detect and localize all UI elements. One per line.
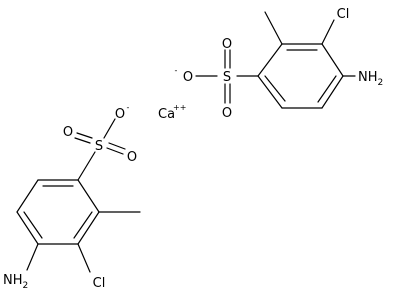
lower-chloro-bond <box>77 243 91 273</box>
lower-oxygen-right-label: O <box>127 150 137 165</box>
lower-chlorine-label: Cl <box>93 276 106 291</box>
upper-anion: S O O O - Cl NH2 <box>175 7 384 121</box>
upper-amine-subscript: 2 <box>378 78 384 88</box>
upper-chloro-bond <box>321 19 335 45</box>
upper-chlorine-label: Cl <box>337 7 350 22</box>
lower-s-o-right-bond-b <box>106 147 124 155</box>
calcium-cation: Ca ++ <box>158 103 186 122</box>
lower-amine-subscript: 2 <box>23 281 29 291</box>
lower-s-o-left-bond-b <box>74 137 91 144</box>
lower-s-o-left-bond-a <box>76 132 93 139</box>
lower-ring-sulfur-bond <box>77 151 96 181</box>
lower-oxygen-left-label: O <box>63 125 73 140</box>
upper-oxygen-top-label: O <box>222 37 232 52</box>
upper-amine-label: NH2 <box>358 70 383 88</box>
upper-oxygen-negative-label: O <box>183 70 193 85</box>
lower-s-o-neg-bond <box>103 118 116 139</box>
upper-sulfur-label: S <box>223 70 231 85</box>
lower-oxygen-negative-label: O <box>115 107 125 122</box>
lower-s-o-right-bond-a <box>108 142 126 150</box>
lower-amine-label: NH2 <box>3 273 28 291</box>
lower-amine-text: NH <box>3 273 23 288</box>
upper-oxygen-bottom-label: O <box>222 106 232 121</box>
upper-ring-bonds <box>257 43 344 109</box>
calcium-label: Ca <box>158 107 175 122</box>
calcium-charge: ++ <box>173 103 186 112</box>
lower-sulfur-label: S <box>95 139 103 154</box>
lower-amine-bond <box>26 243 39 271</box>
upper-amine-text: NH <box>358 70 378 85</box>
upper-methyl-bond <box>264 11 283 45</box>
lower-negative-charge: - <box>127 103 130 112</box>
lower-anion: S O O O - Cl NH2 <box>3 103 141 291</box>
upper-negative-charge: - <box>175 66 178 75</box>
lower-ring-bonds <box>16 179 100 245</box>
